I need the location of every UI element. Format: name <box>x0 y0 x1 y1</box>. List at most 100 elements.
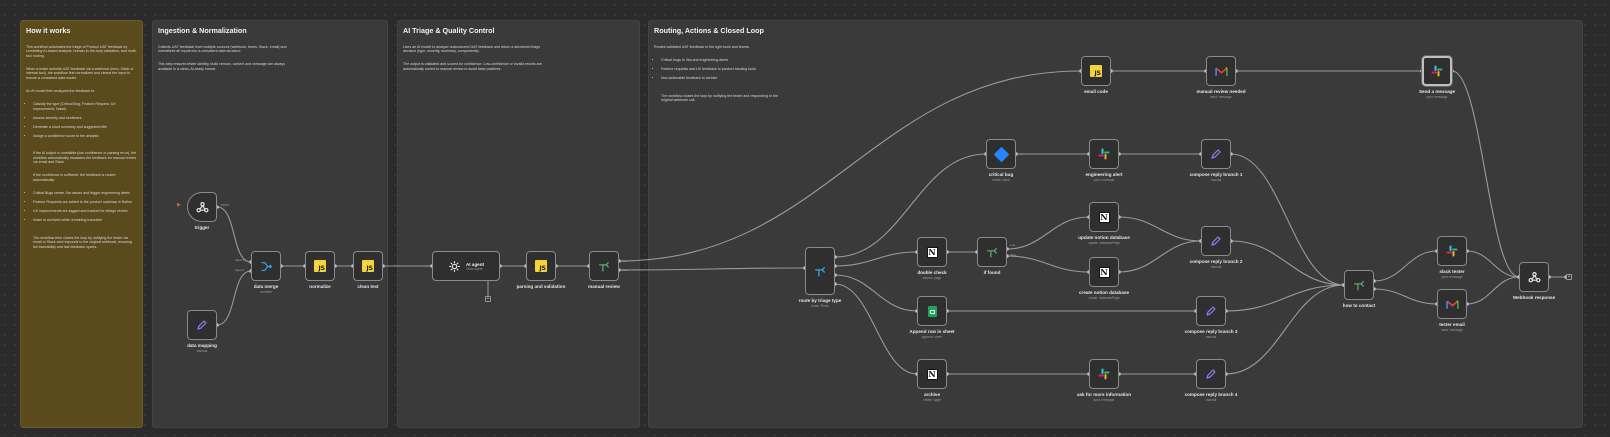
node-subtitle: post: message <box>1419 95 1455 99</box>
node-slack-tester[interactable] <box>1437 236 1467 266</box>
node-subtitle: append: sheet <box>909 335 954 339</box>
node-label: route by triage typemode: Rules <box>799 298 842 308</box>
node-title: parsing and validation <box>517 284 566 289</box>
node-title: archive <box>923 392 941 397</box>
connection[interactable] <box>1374 251 1437 281</box>
connection[interactable] <box>1119 217 1201 241</box>
node-title: update notion database <box>1078 235 1130 240</box>
node-subtitle: manual <box>1190 265 1243 269</box>
node-trigger[interactable] <box>187 192 217 222</box>
pencil-icon <box>195 318 209 332</box>
pencil-icon <box>1209 147 1223 161</box>
node-title: if found <box>984 270 1001 275</box>
node-subtitle: manual <box>1185 335 1238 339</box>
connection[interactable] <box>1374 289 1437 304</box>
node-parsing[interactable]: JS <box>526 251 556 281</box>
node-email-code[interactable]: JS <box>1081 56 1111 86</box>
node-manual-review[interactable] <box>589 251 619 281</box>
node-title: compose reply branch 2 <box>1190 259 1243 264</box>
connection[interactable] <box>619 268 805 270</box>
node-title: ask for more information <box>1077 392 1131 397</box>
node-title: Append row in sheet <box>909 329 954 334</box>
node-label: parsing and validation <box>517 284 566 289</box>
node-label: compose reply branch 3manual <box>1185 329 1238 339</box>
node-double-check[interactable]: N <box>917 237 947 267</box>
node-title: tester email <box>1439 322 1465 327</box>
node-subtitle: post: message <box>1077 398 1131 402</box>
robot-icon <box>448 259 462 273</box>
connection[interactable] <box>1231 241 1344 285</box>
node-archive[interactable]: N <box>917 359 947 389</box>
node-label: compose reply branch 1manual <box>1190 172 1243 182</box>
connection[interactable] <box>217 207 251 262</box>
node-subtitle: create: databasePage <box>1079 296 1129 300</box>
node-label: data mergecombine <box>254 284 279 294</box>
node-ai-agent[interactable]: AI agentTools Agent <box>432 251 500 281</box>
node-compose1[interactable] <box>1201 139 1231 169</box>
connection[interactable] <box>217 271 251 325</box>
gmail-icon <box>1214 64 1228 78</box>
node-subtitle: send: message <box>1439 328 1465 332</box>
node-subtitle: post: message <box>1085 178 1122 182</box>
node-ask-info[interactable] <box>1089 359 1119 389</box>
port-label: Input 1 <box>235 258 244 262</box>
node-compose2[interactable] <box>1201 226 1231 256</box>
node-update-notion[interactable]: N <box>1089 202 1119 232</box>
notion-icon: N <box>1097 210 1111 224</box>
webhook-icon <box>1527 270 1541 284</box>
node-label: how to contact <box>1343 303 1375 308</box>
node-manual-review-needed[interactable] <box>1206 56 1236 86</box>
node-title: clean text <box>357 284 378 289</box>
node-engineering-alert[interactable] <box>1089 139 1119 169</box>
add-tool-button[interactable]: + <box>485 296 491 302</box>
node-label: tester emailsend: message <box>1439 322 1465 332</box>
node-title: data mapping <box>187 343 217 348</box>
if-icon <box>597 259 611 273</box>
node-create-notion[interactable]: N <box>1089 257 1119 287</box>
node-label: email code <box>1084 89 1108 94</box>
node-title: double check <box>917 270 946 275</box>
connection[interactable] <box>1231 154 1344 285</box>
node-compose4[interactable] <box>1196 359 1226 389</box>
node-label: ask for more informationpost: message <box>1077 392 1131 402</box>
trigger-marker-icon: ▶ <box>177 202 181 208</box>
node-data-mapping[interactable] <box>187 310 217 340</box>
port-label: false <box>1010 253 1016 257</box>
node-label: engineering alertpost: message <box>1085 172 1122 182</box>
node-label: double checksearch: page <box>917 270 946 280</box>
node-label: trigger <box>195 225 210 230</box>
js-icon: JS <box>534 259 548 273</box>
node-data-merge[interactable] <box>251 251 281 281</box>
connection[interactable] <box>1467 251 1519 277</box>
node-title: route by triage type <box>799 298 842 303</box>
node-critical-bug[interactable] <box>986 139 1016 169</box>
node-title: slack tester <box>1439 269 1464 274</box>
if-icon <box>1352 278 1366 292</box>
connection[interactable] <box>835 154 986 257</box>
add-node-button[interactable]: + <box>1566 274 1572 280</box>
connection[interactable] <box>835 284 917 374</box>
node-subtitle: update: databasePage <box>1078 241 1130 245</box>
node-route[interactable] <box>805 247 835 295</box>
node-clean-text[interactable]: JS <box>353 251 383 281</box>
node-append-row[interactable] <box>917 296 947 326</box>
node-title: compose reply branch 3 <box>1185 329 1238 334</box>
node-compose3[interactable] <box>1196 296 1226 326</box>
connection[interactable] <box>835 275 917 311</box>
node-how-to-contact[interactable] <box>1344 270 1374 300</box>
port-label: Input 2 <box>235 268 244 272</box>
node-subtitle: manual <box>1185 398 1238 402</box>
connection[interactable] <box>1007 256 1089 272</box>
connection[interactable] <box>1467 277 1519 304</box>
node-if-found[interactable] <box>977 237 1007 267</box>
node-subtitle: create: page <box>923 398 941 402</box>
port-label: false <box>622 268 628 272</box>
node-normalize[interactable]: JS <box>305 251 335 281</box>
notion-icon: N <box>1097 265 1111 279</box>
node-webhook-response[interactable] <box>1519 262 1549 292</box>
node-tester-email[interactable] <box>1437 289 1467 319</box>
port-label: true <box>622 259 627 263</box>
connection[interactable] <box>1007 217 1089 249</box>
node-send-message[interactable] <box>1422 56 1452 86</box>
connection[interactable] <box>835 252 917 266</box>
